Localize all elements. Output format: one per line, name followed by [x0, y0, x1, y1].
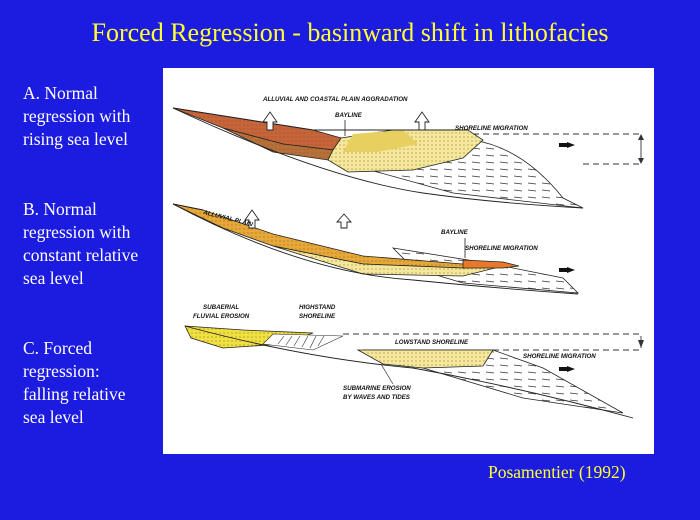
panel-a-aggradation-arrow-2 — [414, 111, 430, 131]
panel-c: SUBAERIAL FLUVIAL EROSION HIGHSTAND SHOR… — [184, 304, 644, 419]
panel-a-bayline-label: BAYLINE — [335, 112, 363, 119]
figure-diagram: ALLUVIAL AND COASTAL PLAIN AGGRADATION B… — [172, 96, 644, 419]
panel-b-migration-arrow — [567, 267, 575, 273]
panel-a-migration-label: SHORELINE MIGRATION — [455, 125, 528, 132]
panel-c-subaerial-label-1: SUBAERIAL — [203, 304, 239, 311]
lithofacies-figure: ALLUVIAL AND COASTAL PLAIN AGGRADATION B… — [163, 68, 654, 454]
panel-c-submarine-label-1: SUBMARINE EROSION — [343, 385, 411, 392]
slide-title: Forced Regression - basinward shift in l… — [91, 18, 609, 47]
panel-b-shoreface-unit — [462, 259, 520, 269]
panel-b-migration-label: SHORELINE MIGRATION — [465, 245, 538, 252]
panel-c-migration-arrow — [567, 366, 575, 372]
panel-c-subaerial-label-2: FLUVIAL EROSION — [193, 313, 250, 320]
label-normal-regression-constant: B. Normal regression with constant relat… — [23, 199, 139, 288]
panel-b-base-line — [172, 203, 579, 295]
panel-a-base-line — [172, 107, 584, 209]
citation: Posamentier (1992) — [488, 462, 626, 482]
panel-c-highstand-label-1: HIGHSTAND — [299, 304, 336, 311]
panel-b-bayline-label: BAYLINE — [441, 229, 469, 236]
panel-a: ALLUVIAL AND COASTAL PLAIN AGGRADATION B… — [172, 96, 644, 209]
panel-a-migration-arrow — [567, 142, 575, 148]
panel-c-lowstand-label: LOWSTAND SHORELINE — [395, 339, 469, 346]
panel-c-highstand-label-2: SHORELINE — [299, 313, 336, 320]
panel-c-migration-label: SHORELINE MIGRATION — [523, 353, 596, 360]
panel-a-aggradation-label: ALLUVIAL AND COASTAL PLAIN AGGRADATION — [262, 96, 408, 103]
panel-a-aggradation-arrow-1 — [262, 111, 278, 131]
panel-b: ALLUVIAL PLAIN BAYLINE SHORELINE MIGRATI… — [172, 203, 580, 295]
panel-c-submarine-label-2: BY WAVES AND TIDES — [343, 394, 411, 401]
label-normal-regression-rising: A. Normal regression with rising sea lev… — [23, 83, 131, 149]
panel-b-aggradation-arrow-2 — [336, 213, 352, 229]
panel-b-aggradation-arrow-1 — [244, 209, 260, 229]
panel-a-coastal-inner — [343, 130, 418, 152]
label-forced-regression: C. Forced regression: falling relative s… — [23, 338, 126, 427]
panel-c-base-line — [184, 325, 634, 419]
